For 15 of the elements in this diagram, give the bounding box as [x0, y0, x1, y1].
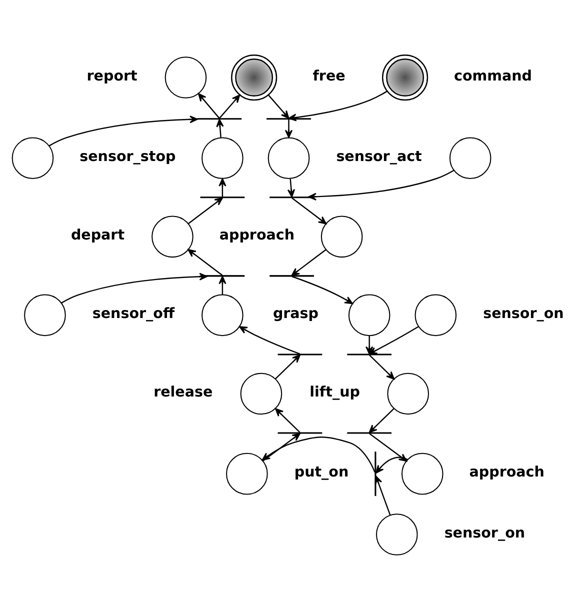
node-label: sensor_on — [483, 306, 564, 322]
node-label: put_on — [294, 464, 349, 481]
node-label: free — [312, 68, 346, 84]
node-label: sensor_act — [336, 148, 422, 165]
node-label: release — [154, 384, 213, 400]
node-label: sensor_on — [444, 525, 526, 542]
node-label: command — [454, 68, 532, 84]
node-label: sensor_stop — [80, 148, 176, 165]
node-label: grasp — [272, 306, 319, 322]
node-label: approach — [219, 227, 295, 244]
node-label: report — [86, 68, 138, 84]
node-label: approach — [469, 464, 544, 481]
node-label: sensor_off — [92, 306, 175, 322]
node-label: depart — [70, 227, 125, 244]
node-label: lift_up — [310, 384, 360, 400]
